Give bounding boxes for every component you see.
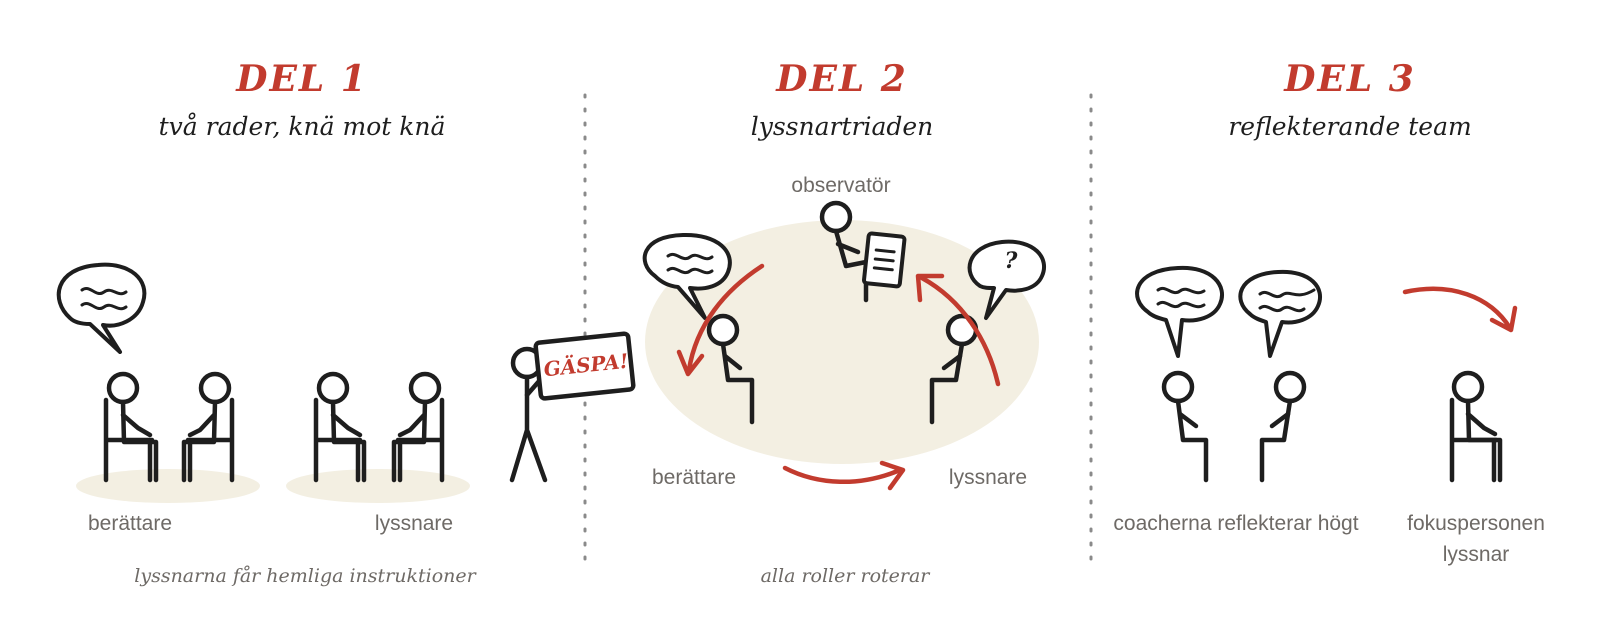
part-3-role-focus-listens: lyssnar	[1442, 543, 1510, 566]
reflection-arrow-icon	[1402, 286, 1518, 333]
sign-holder-figure	[509, 331, 636, 483]
floor-pair-2	[286, 469, 470, 503]
part-1-role-listener: lyssnare	[374, 512, 454, 535]
part-2-role-listener: lyssnare	[948, 466, 1028, 489]
rotation-arrow-bottom-icon	[782, 460, 906, 491]
part-2-scene	[642, 200, 1046, 491]
part-1-note: lyssnarna får hemliga instruktioner	[134, 565, 476, 587]
part-3-title: DEL 3	[1284, 58, 1416, 100]
focus-person-figure	[1449, 370, 1503, 483]
part-1-role-storyteller: berättare	[87, 512, 173, 535]
speech-bubble-icon	[56, 262, 147, 354]
part-3-role-focus-person: fokuspersonen	[1407, 512, 1545, 535]
speech-bubble-icon-2	[642, 232, 732, 320]
gaspa-sign	[533, 331, 636, 401]
part-1-subtitle: två rader, knä mot knä	[158, 112, 446, 141]
clipboard-icon	[861, 231, 907, 289]
part-2-role-observer: observatör	[791, 174, 891, 197]
rotation-arrow-left-icon	[676, 263, 765, 377]
floor-pair-1	[76, 469, 260, 503]
coach-figure-2	[1259, 370, 1307, 483]
question-bubble-icon	[967, 239, 1046, 320]
part-2-subtitle: lyssnartriaden	[750, 112, 934, 141]
observer-figure	[819, 200, 907, 303]
part-3-role-coaches: coacherna reflekterar högt	[1113, 512, 1359, 535]
part-3-subtitle: reflekterande team	[1228, 112, 1472, 141]
speech-bubble-icon-3	[1135, 265, 1224, 358]
part-2-note: alla roller roterar	[760, 565, 930, 587]
rotation-arrow-right-icon	[915, 273, 1001, 387]
listener-figure	[181, 371, 235, 483]
part-1-scene	[56, 262, 636, 503]
storyteller-figure-triad	[706, 313, 755, 425]
storyteller-figure-2	[313, 371, 367, 483]
part-2-title: DEL 2	[776, 58, 908, 100]
storyteller-figure	[103, 371, 159, 483]
listener-figure-2	[391, 371, 445, 483]
part-3-scene	[1135, 265, 1518, 483]
part-2-role-storyteller: berättare	[651, 466, 737, 489]
question-mark-label: ?	[1004, 248, 1018, 274]
speech-bubble-icon-4	[1238, 269, 1322, 358]
coach-figure-1	[1161, 370, 1209, 483]
part-1-title: DEL 1	[236, 58, 368, 100]
